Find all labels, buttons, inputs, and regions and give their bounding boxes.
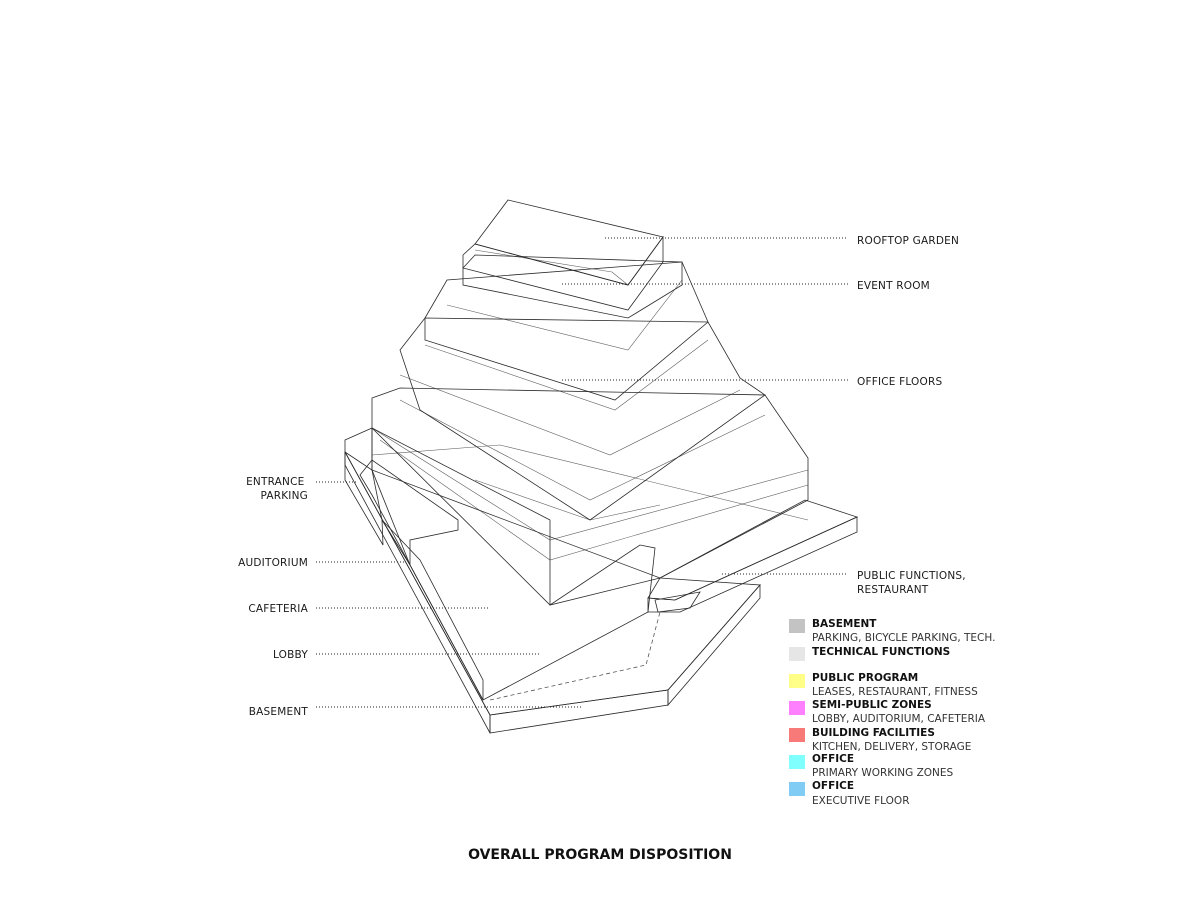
label-rooftop-garden: ROOFTOP GARDEN: [857, 235, 959, 247]
office-level-1: [371, 387, 809, 606]
executive-volume: [462, 254, 683, 319]
technical-volume: [344, 451, 384, 546]
label-office-floors: OFFICE FLOORS: [857, 376, 942, 388]
label-basement: BASEMENT: [249, 706, 309, 718]
office-floor-line: [399, 374, 741, 456]
executive-floor: [462, 254, 683, 319]
facilities-block: [359, 459, 459, 566]
legend-title: BASEMENT: [812, 618, 877, 630]
semi-public-left: [381, 519, 484, 701]
technical-wall: [344, 451, 384, 546]
label-entrance-parking: ENTRANCE PARKING: [246, 476, 308, 502]
facilities-volume: [359, 459, 459, 566]
legend-title: OFFICE: [812, 780, 854, 792]
public-volume: [647, 499, 859, 613]
basement-hidden-line: [489, 611, 661, 701]
legend-title: TECHNICAL FUNCTIONS: [812, 646, 950, 658]
label-event-room: EVENT ROOM: [857, 280, 930, 292]
office-level-3: [424, 261, 709, 401]
basement-side-front: [489, 689, 669, 734]
legend-swatch: [789, 728, 805, 742]
rooftop-floor-line: [474, 249, 629, 286]
office-floor-line: [399, 399, 766, 501]
legend-swatch: [789, 647, 805, 661]
basement-top: [344, 427, 761, 716]
office-floor-line: [424, 339, 709, 411]
office-floor-line: [474, 479, 661, 521]
legend-swatch: [789, 782, 805, 796]
rooftop-side: [462, 235, 664, 311]
rooftop-top: [474, 199, 664, 286]
semi-public-volume: [371, 427, 656, 701]
label-lobby: LOBBY: [273, 649, 308, 661]
legend-swatch: [789, 755, 805, 769]
legend-title: SEMI-PUBLIC ZONES: [812, 699, 932, 711]
legend-swatch: [789, 701, 805, 715]
office-level-2: [399, 317, 766, 521]
label-cafeteria: CAFETERIA: [248, 603, 308, 615]
legend-subtitle: LOBBY, AUDITORIUM, CAFETERIA: [812, 713, 986, 725]
legend-subtitle: LEASES, RESTAURANT, FITNESS: [812, 686, 978, 698]
public-top: [647, 499, 859, 601]
labels-right: ROOFTOP GARDEN EVENT ROOM OFFICE FLOORS …: [857, 235, 969, 596]
rooftop-volume: [462, 199, 664, 311]
office-floor-line: [371, 427, 809, 541]
label-auditorium: AUDITORIUM: [238, 557, 308, 569]
legend-title: PUBLIC PROGRAM: [812, 672, 918, 684]
legend-title: BUILDING FACILITIES: [812, 727, 935, 739]
office-floor-line: [446, 279, 683, 351]
legend-subtitle: EXECUTIVE FLOOR: [812, 795, 909, 807]
labels-left: ENTRANCE PARKING AUDITORIUM CAFETERIA LO…: [238, 476, 308, 718]
legend: BASEMENT PARKING, BICYCLE PARKING, TECH.…: [789, 618, 995, 807]
legend-title: OFFICE: [812, 753, 854, 765]
legend-subtitle: PARKING, BICYCLE PARKING, TECH.: [812, 632, 995, 644]
office-floor-line: [371, 444, 809, 521]
public-side: [647, 516, 858, 613]
legend-swatch: [789, 619, 805, 633]
basement-side-right: [667, 583, 761, 707]
legend-subtitle: PRIMARY WORKING ZONES: [812, 767, 954, 779]
semi-public-front: [371, 427, 656, 701]
office-volume: [371, 261, 809, 606]
label-public-functions: PUBLIC FUNCTIONS, RESTAURANT: [857, 570, 969, 596]
legend-swatch: [789, 674, 805, 688]
basement-volume: [344, 427, 761, 734]
basement-side-left: [344, 451, 491, 734]
diagram-caption: OVERALL PROGRAM DISPOSITION: [468, 847, 732, 863]
leader-lines: [316, 237, 848, 708]
public-lower-step: [654, 591, 701, 613]
legend-subtitle: KITCHEN, DELIVERY, STORAGE: [812, 741, 971, 753]
office-floor-line: [379, 439, 809, 561]
